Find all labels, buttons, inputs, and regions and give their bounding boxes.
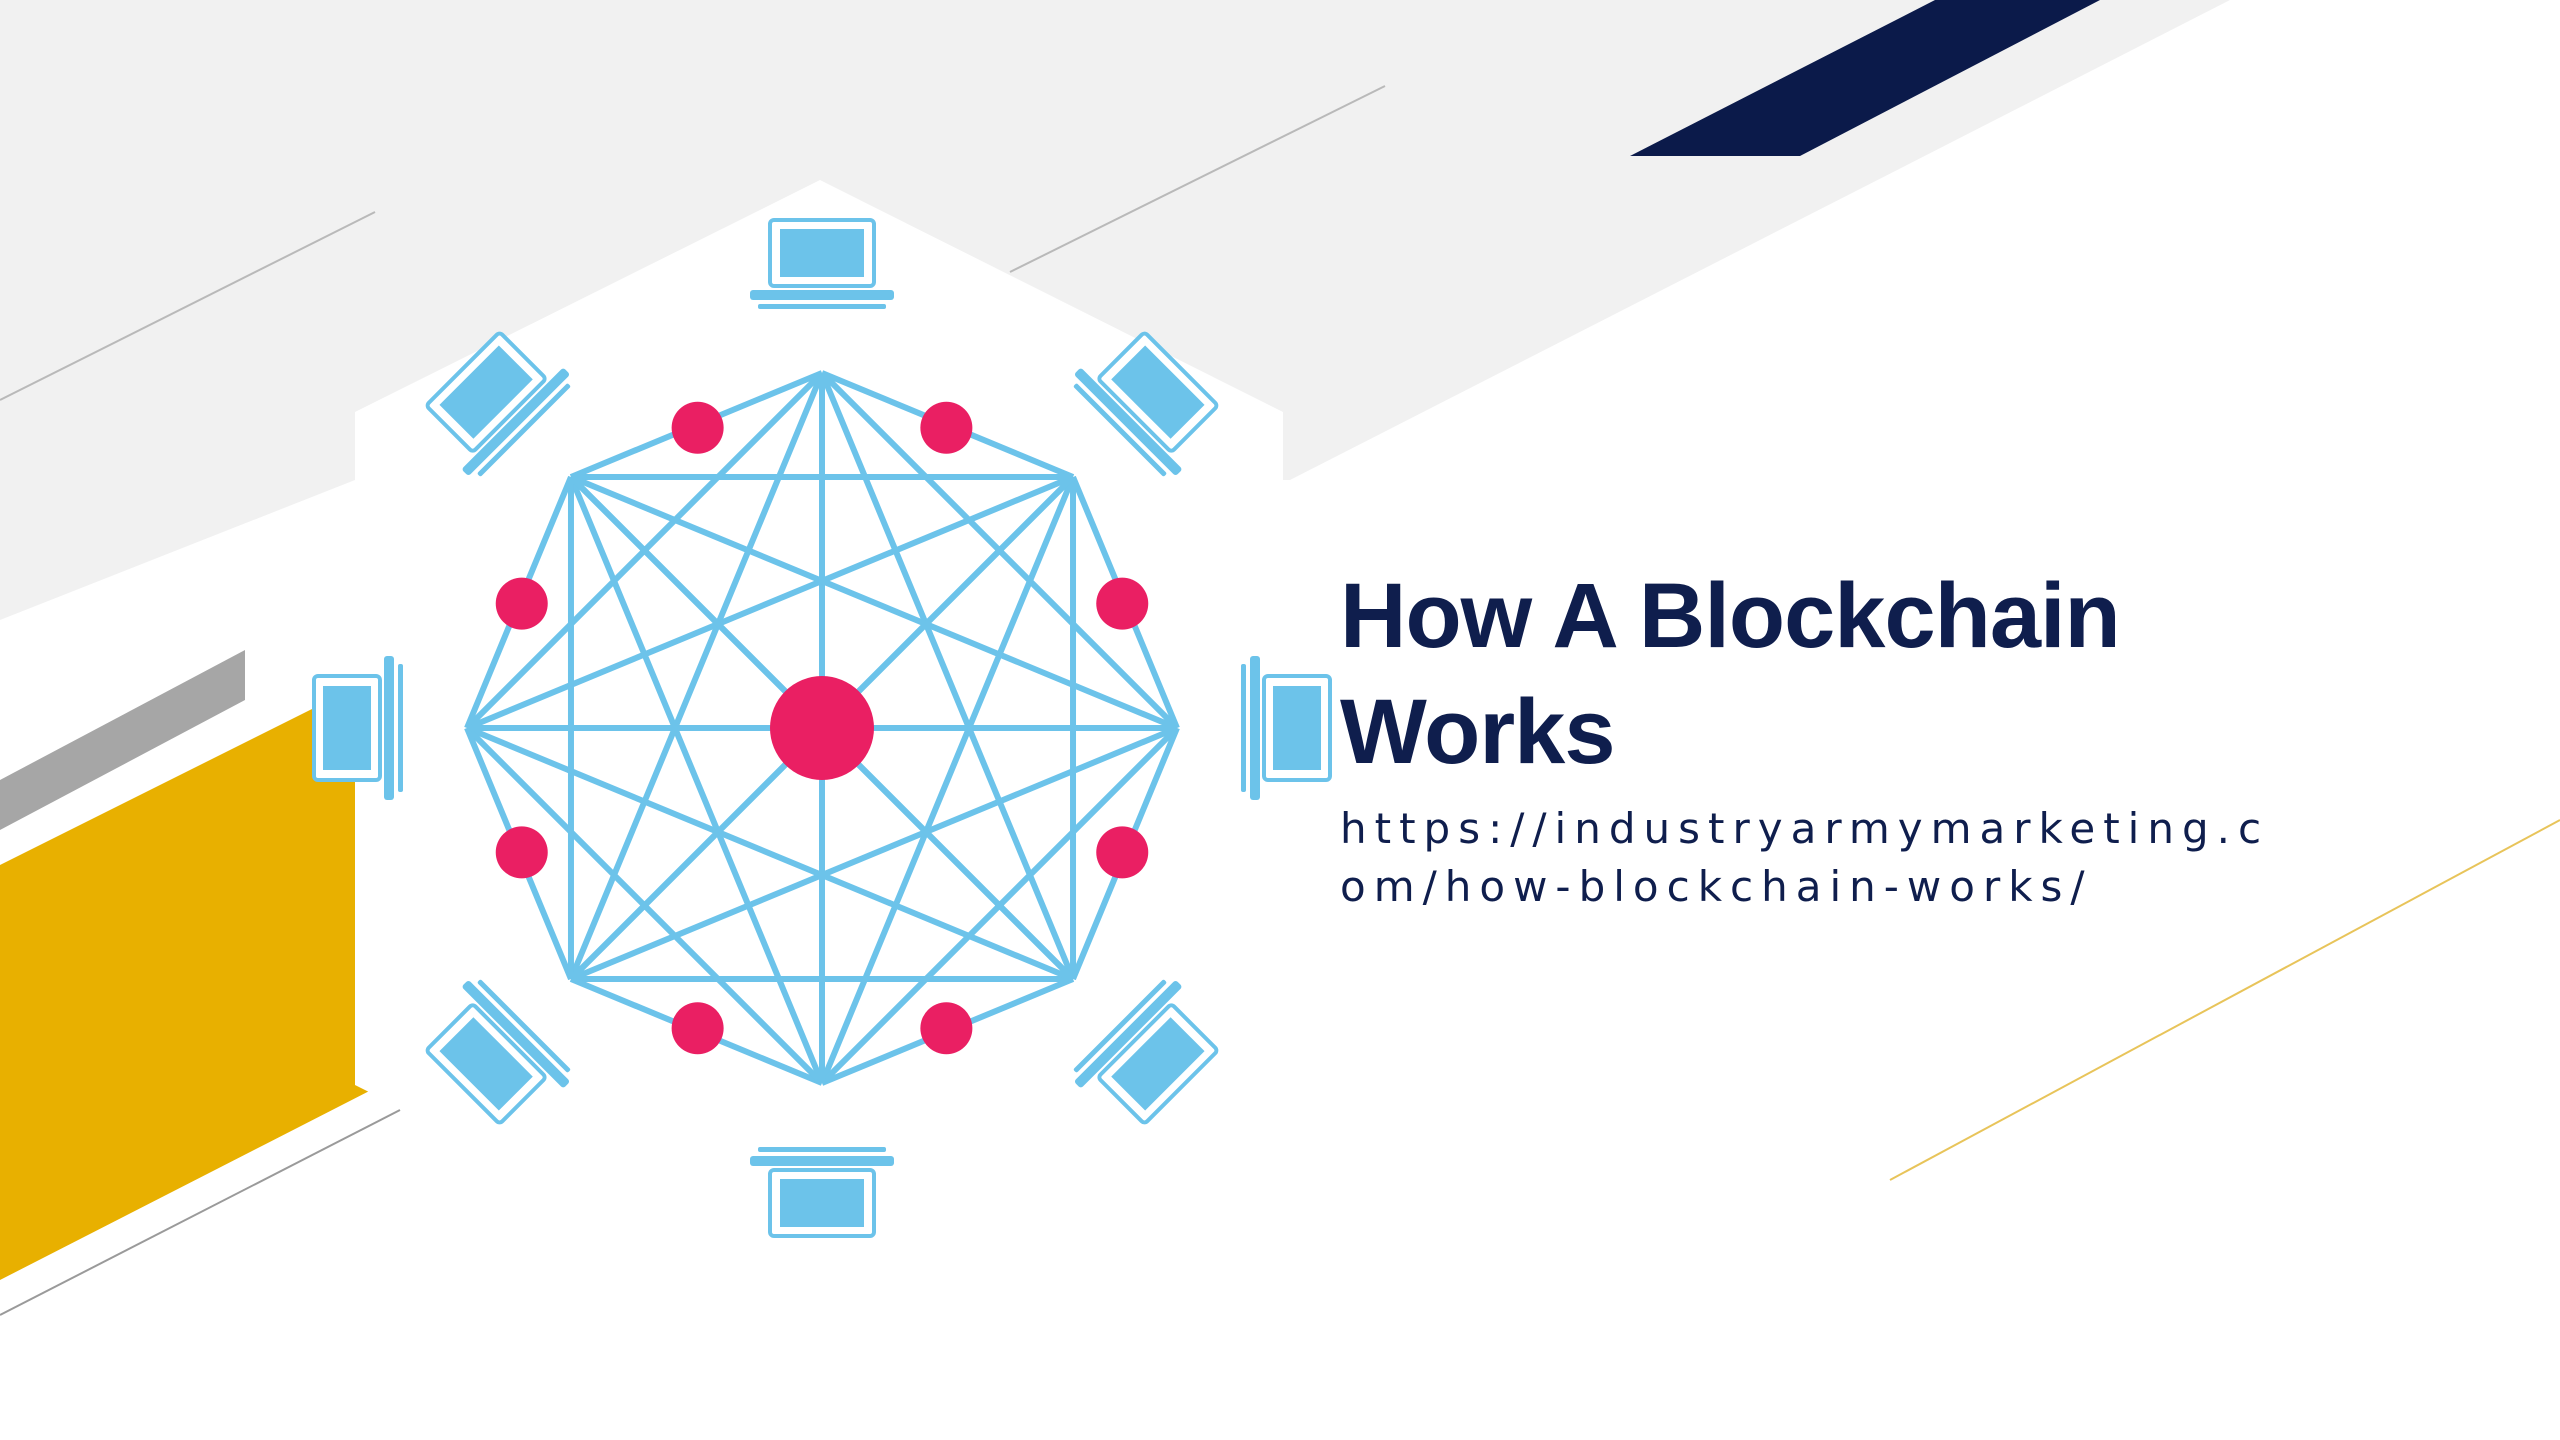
network-node-icon (1096, 577, 1149, 630)
thin-line-bottom (0, 1109, 401, 1316)
laptop-icon (1241, 656, 1332, 800)
network-spoke (568, 474, 825, 731)
laptop-icon (750, 218, 894, 309)
network-node-icon (920, 401, 973, 454)
thin-line-top (0, 211, 376, 401)
slide-subtitle-url[interactable]: https://industryarmymarketing.com/how-bl… (1340, 804, 2270, 911)
network-node-icon (1096, 826, 1149, 879)
hub-node-icon (770, 676, 874, 780)
network-node-icon (495, 577, 548, 630)
network-node-icon (495, 826, 548, 879)
gray-bar (0, 650, 245, 830)
thin-line-mid (1009, 85, 1386, 273)
laptop-icon (1073, 979, 1219, 1125)
slide-title: How A Blockchain Works (1340, 565, 2121, 783)
laptop-icon (425, 331, 571, 477)
navy-stripe (1630, 0, 2100, 156)
network-spoke (819, 474, 1076, 731)
network-link (569, 474, 1179, 731)
laptop-icon (750, 1147, 894, 1238)
gold-panel (0, 685, 430, 1280)
laptop-icon (312, 656, 403, 800)
network-link (568, 475, 825, 1085)
network-spoke (568, 725, 825, 982)
laptop-icon (1073, 331, 1219, 477)
network-node-icon (671, 1002, 724, 1055)
network-node-icon (920, 1002, 973, 1055)
gold-line (1889, 819, 2560, 1181)
laptop-icon (425, 979, 571, 1125)
network-spoke (819, 725, 1076, 982)
network-node-icon (671, 401, 724, 454)
